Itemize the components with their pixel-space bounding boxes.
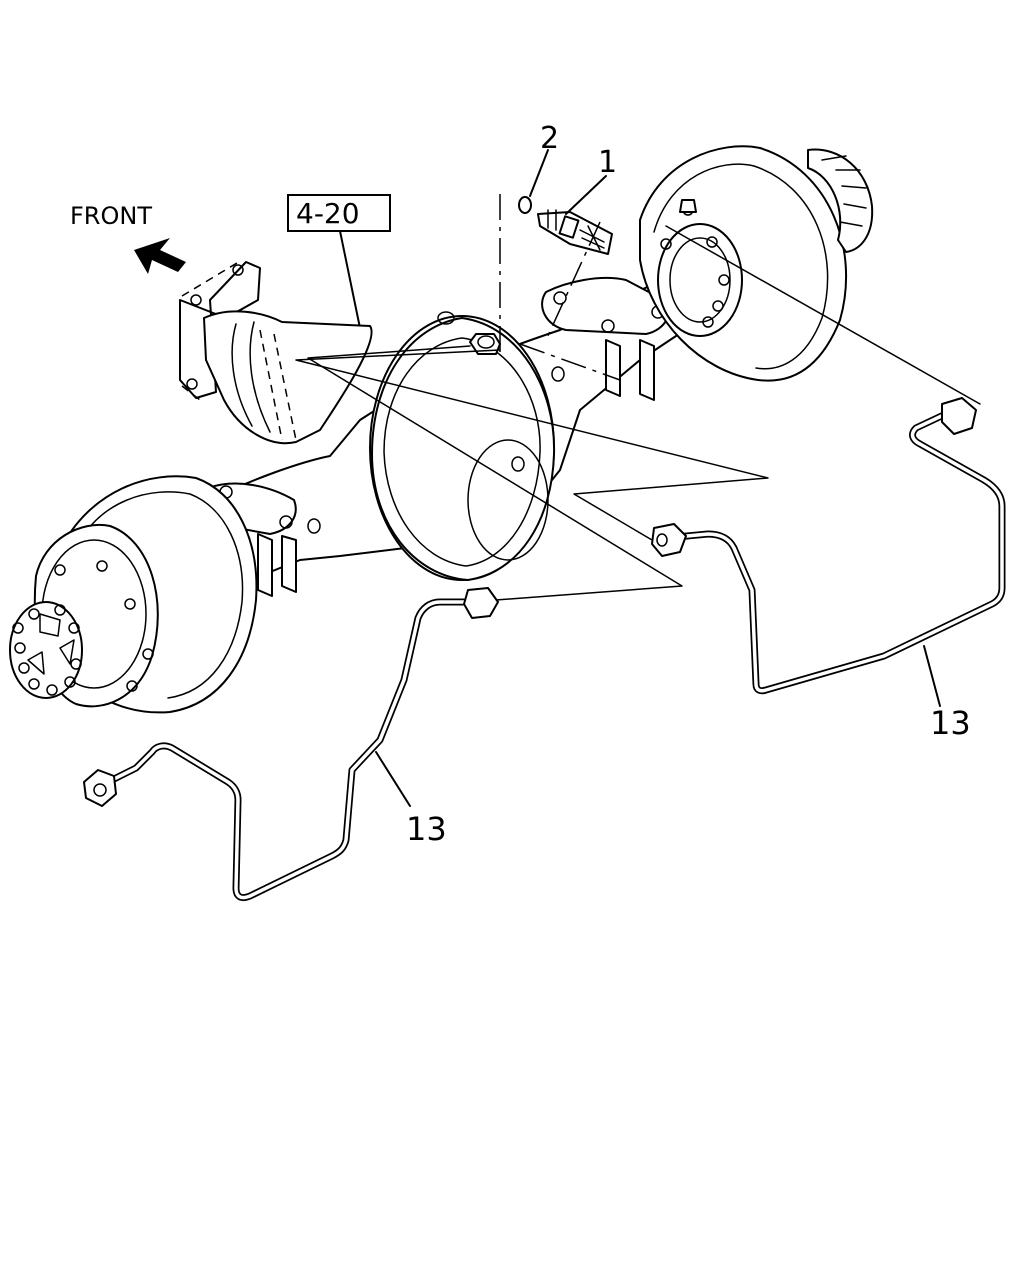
brake-pipe-right: [651, 397, 1006, 695]
callout-2-leader: [529, 149, 549, 197]
o-ring: [518, 196, 532, 214]
callout-13-right: 13: [930, 704, 971, 742]
arrow-up-left-icon: [134, 238, 186, 274]
right-brake-drum: [639, 145, 874, 382]
reference-box: 4-20: [287, 194, 391, 232]
reference-leader-line: [339, 230, 361, 329]
breather-plug: [537, 209, 613, 255]
callout-13-left-leader: [375, 751, 411, 807]
callout-2: 2: [540, 121, 559, 156]
axle-housing: [179, 259, 731, 597]
callout-13-left: 13: [406, 810, 447, 848]
front-label: FRONT: [70, 202, 152, 230]
callout-1: 1: [598, 145, 617, 180]
phantom-lines: [295, 194, 981, 601]
brake-pipe-left: [83, 587, 499, 902]
callout-13-right-leader: [923, 645, 941, 707]
left-brake-drum: [9, 475, 258, 714]
reference-box-label: 4-20: [296, 197, 360, 230]
callout-1-leader: [565, 175, 607, 215]
